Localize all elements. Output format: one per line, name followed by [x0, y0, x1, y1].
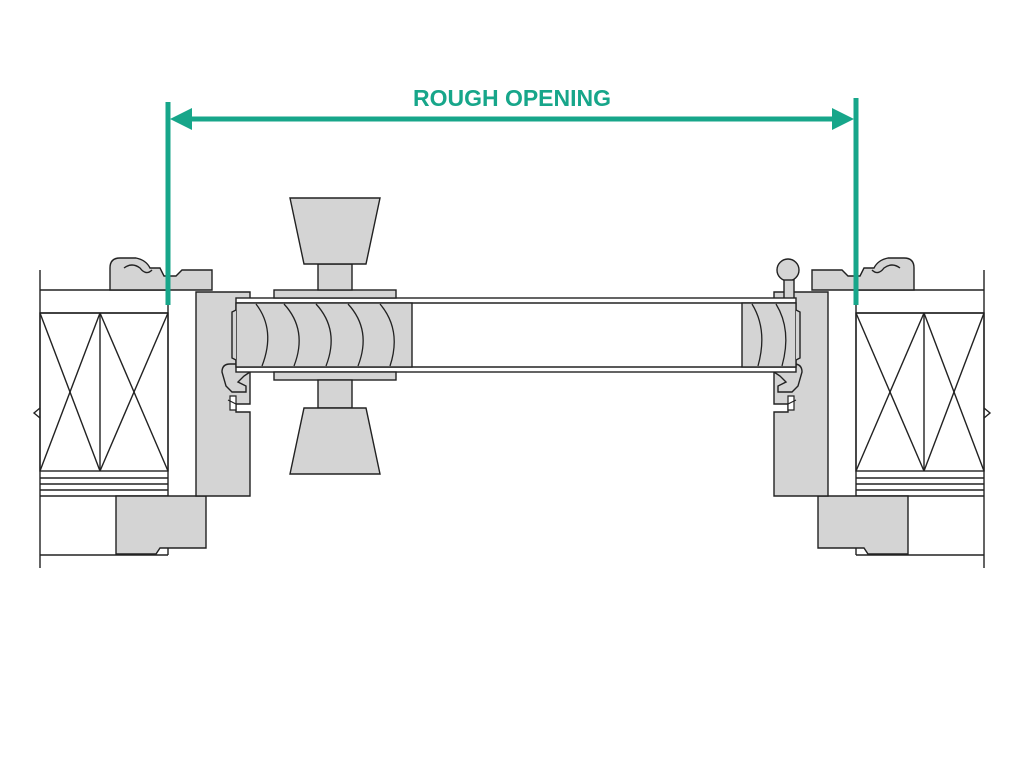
hinge [776, 258, 800, 301]
right-weatherstrip [787, 395, 797, 411]
left-wall-stud [39, 312, 169, 472]
lockset-rose-bottom [273, 371, 397, 381]
right-casing-bottom [817, 495, 909, 555]
knob-neck-bottom [317, 379, 353, 409]
dimension-arrow-left [170, 108, 192, 130]
knob-neck-top [317, 263, 353, 291]
knob-top [289, 197, 381, 265]
left-casing-top [109, 257, 213, 291]
rough-opening-dimension: ROUGH OPENING [165, 85, 859, 305]
right-casing-top [811, 257, 915, 291]
knob-bottom [289, 407, 381, 475]
dimension-label: ROUGH OPENING [413, 85, 611, 111]
right-wall-stud [855, 312, 985, 472]
lockset [273, 197, 397, 475]
left-casing-bottom [115, 495, 207, 555]
door-slab [231, 297, 801, 373]
hinge-knuckle [776, 258, 800, 282]
left-wall [32, 270, 169, 568]
door-hinge-stile [741, 302, 797, 368]
dimension-arrow-right [832, 108, 854, 130]
left-weatherstrip [227, 395, 237, 411]
lockset-rose-top [273, 289, 397, 299]
